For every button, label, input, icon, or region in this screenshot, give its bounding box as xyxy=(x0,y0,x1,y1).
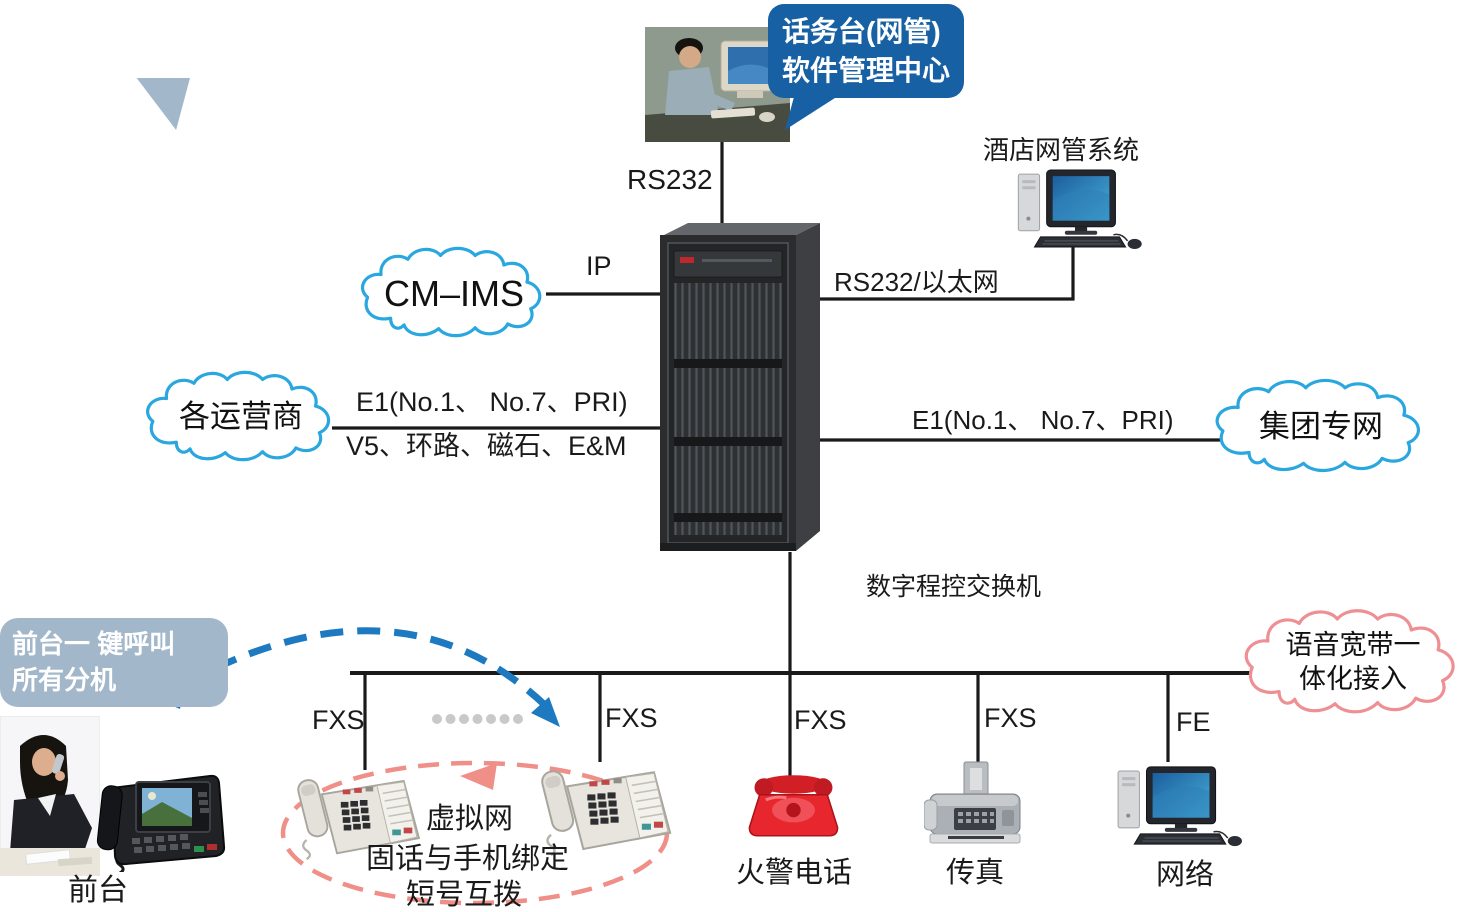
fire-phone-label: 火警电话 xyxy=(736,857,853,889)
arc-arrowhead-right-icon xyxy=(531,697,560,727)
cloud-group-network-label: 集团专网 xyxy=(1259,408,1383,444)
port-fxs1-label: FXS xyxy=(312,705,365,735)
broadcast-dashed-arc xyxy=(180,627,551,711)
virtual-network-title: 虚拟网 xyxy=(426,803,514,835)
cloud-operators-label: 各运营商 xyxy=(179,399,303,435)
analog-phone2-image xyxy=(536,750,674,856)
operator-speech-bubble: 话务台(网管) 软件管理中心 xyxy=(768,4,965,130)
cloud-cm-ims: CM–IMS xyxy=(358,246,550,341)
front-desk-bubble-line1: 前台一 键呼叫 xyxy=(12,629,176,659)
rs232-ethernet-label: RS232/以太网 xyxy=(834,267,999,297)
port-fe-label: FE xyxy=(1176,707,1211,737)
extension-dots xyxy=(432,714,523,724)
switch-label: 数字程控交换机 xyxy=(866,573,1042,601)
voice-broadband-line1: 语音宽带一 xyxy=(1285,630,1421,661)
cloud-group-network: 集团专网 xyxy=(1212,378,1430,476)
pbx-switch-rack-image xyxy=(660,223,820,551)
voice-broadband-line2: 体化接入 xyxy=(1299,664,1407,694)
e1-left-label: E1(No.1、 No.7、PRI) xyxy=(356,387,628,417)
cloud-operators: 各运营商 xyxy=(143,370,339,465)
virtual-network-line1: 固话与手机绑定 xyxy=(366,843,570,875)
operator-at-computer-photo xyxy=(645,27,790,142)
cloud-voice-broadband-label: 语音宽带一 体化接入 xyxy=(1286,629,1421,697)
port-fxs3-label: FXS xyxy=(794,705,847,735)
hotel-nms-computer-image xyxy=(1012,166,1144,252)
front-desk-label: 前台 xyxy=(68,874,128,907)
cloud-cm-ims-label: CM–IMS xyxy=(383,273,524,314)
fax-machine-image xyxy=(924,761,1021,844)
front-desk-speech-bubble: 前台一 键呼叫 所有分机 xyxy=(0,618,228,707)
rs232-label: RS232 xyxy=(627,164,713,195)
cloud-voice-broadband: 语音宽带一 体化接入 xyxy=(1241,608,1465,718)
virtual-network-line2: 短号互拨 xyxy=(406,879,523,911)
ip-label: IP xyxy=(586,251,612,281)
front-desk-bubble-line2: 所有分机 xyxy=(12,665,117,696)
hotel-nms-label: 酒店网管系统 xyxy=(983,135,1140,165)
operator-bubble-line1: 话务台(网管) xyxy=(782,16,941,47)
port-fxs4-label: FXS xyxy=(984,703,1037,733)
network-computer-image xyxy=(1112,756,1244,856)
fire-phone-image xyxy=(748,775,839,837)
e1-right-label: E1(No.1、 No.7、PRI) xyxy=(912,405,1174,435)
front-desk-ip-phone-image xyxy=(96,774,226,872)
operator-bubble-line2: 软件管理中心 xyxy=(782,55,951,87)
receptionist-photo xyxy=(0,716,100,876)
v5-label: V5、环路、磁石、E&M xyxy=(346,431,627,461)
fax-label: 传真 xyxy=(946,857,1005,889)
ellipse-arrowhead-icon xyxy=(460,763,497,790)
port-fxs2-label: FXS xyxy=(605,703,658,733)
network-label: 网络 xyxy=(1156,859,1215,891)
